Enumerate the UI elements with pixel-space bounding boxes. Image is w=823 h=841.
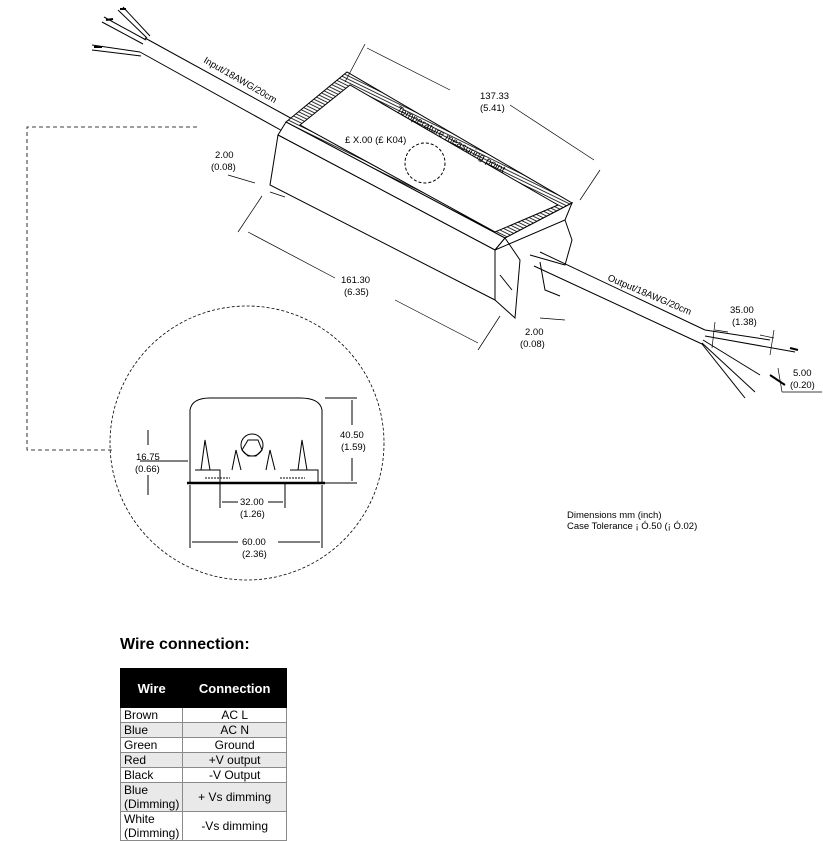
connection-cell: AC L (182, 707, 287, 723)
dim-strip: 35.00 (730, 305, 754, 316)
wire-cell: Brown (119, 707, 184, 723)
wire-cell: Black (119, 767, 184, 783)
dim-length-body-inch: (6.35) (344, 287, 369, 298)
dim-hole-spacing-inch: (1.26) (240, 509, 265, 520)
wire-connection-title: Wire connection: (120, 636, 250, 653)
dim-strip-inch: (1.38) (732, 317, 757, 328)
mechanical-drawing: Input/18AWG/20cm Temperature measuring p… (26, 6, 822, 581)
table-header-row: Wire Connection (119, 668, 287, 708)
table-row: Red+V output (119, 752, 287, 768)
dim-length-top-inch: (5.41) (480, 103, 505, 114)
dimension-notes: Dimensions mm (inch) Case Tolerance ¡ Ó.… (567, 510, 697, 532)
wire-cell: Red (119, 752, 184, 768)
connection-cell: Ground (182, 737, 287, 753)
wire-cell: Blue (Dimming) (119, 782, 184, 812)
dim-length-top: 137.33 (480, 91, 509, 102)
dim-flange-left: 2.00 (215, 150, 234, 161)
table-row: Black-V Output (119, 767, 287, 783)
connection-cell: +V output (182, 752, 287, 768)
input-cable-label: Input/18AWG/20cm (202, 55, 279, 106)
detail-leader (26, 126, 197, 451)
dim-height-inch: (1.59) (341, 442, 366, 453)
dim-hole-spacing: 32.00 (240, 497, 264, 508)
wire-cell: Green (119, 737, 184, 753)
dim-flange-left-inch: (0.08) (211, 162, 236, 173)
table-row: Blue (Dimming)+ Vs dimming (119, 782, 287, 812)
housing (269, 71, 574, 320)
dim-length-body: 161.30 (341, 275, 370, 286)
dim-strip-end-inch: (0.20) (790, 380, 815, 391)
dim-mount-height-inch: (0.66) (135, 464, 160, 475)
connection-cell: AC N (182, 722, 287, 738)
table-row: White (Dimming)-Vs dimming (119, 811, 287, 841)
output-cable (533, 251, 799, 399)
dim-width: 60.00 (242, 537, 266, 548)
temperature-value-label: £ X.00 (£ K04) (345, 135, 406, 146)
header-wire: Wire (119, 668, 184, 708)
header-connection: Connection (182, 668, 287, 708)
dim-width-inch: (2.36) (242, 549, 267, 560)
detail-circle (109, 305, 385, 581)
note-units: Dimensions mm (inch) (567, 510, 662, 521)
dim-mount-height: 16.75 (136, 452, 160, 463)
connection-cell: + Vs dimming (182, 782, 287, 812)
input-cable (91, 6, 297, 134)
dim-flange-right-inch: (0.08) (520, 339, 545, 350)
dim-height: 40.50 (340, 430, 364, 441)
connection-cell: -Vs dimming (182, 811, 287, 841)
end-view (140, 397, 357, 548)
note-tolerance: Case Tolerance ¡ Ó.50 (¡ Ó.02) (567, 521, 698, 532)
dim-flange-right: 2.00 (525, 327, 544, 338)
output-cable-label: Output/18AWG/20cm (606, 273, 693, 318)
dim-strip-end: 5.00 (793, 368, 812, 379)
connection-cell: -V Output (182, 767, 287, 783)
wire-cell: White (Dimming) (119, 811, 184, 841)
wire-cell: Blue (119, 722, 184, 738)
